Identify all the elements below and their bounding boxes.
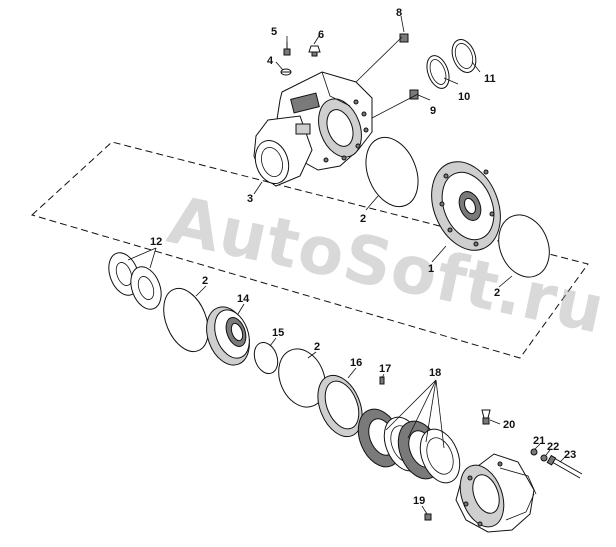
callout-4: 4 — [267, 55, 274, 67]
callout-3: 3 — [247, 193, 253, 205]
callout-2-middle: 2 — [202, 275, 208, 287]
gasket-lower — [278, 348, 326, 408]
plug-9 — [409, 89, 419, 100]
ring-15 — [253, 342, 279, 374]
screw-19 — [424, 513, 432, 521]
callout-22: 22 — [547, 441, 559, 453]
leader-lines — [127, 15, 567, 515]
callout-1: 1 — [428, 263, 434, 275]
gasket-upper — [365, 136, 419, 208]
callout-9: 9 — [430, 105, 436, 117]
callout-2-upper: 2 — [360, 213, 366, 225]
callout-5: 5 — [271, 26, 277, 38]
pin-17 — [379, 376, 385, 385]
callout-12: 12 — [150, 236, 162, 248]
breather-plug-4 — [280, 68, 292, 76]
shim-12-b — [130, 266, 162, 310]
gasket-right — [498, 214, 550, 278]
callout-20: 20 — [503, 419, 515, 431]
callout-23: 23 — [564, 449, 576, 461]
callout-10: 10 — [458, 91, 470, 103]
snap-ring-10 — [426, 55, 450, 89]
wheel-hub — [455, 453, 537, 533]
bearing-14 — [206, 306, 250, 366]
callout-2-right: 2 — [494, 287, 500, 299]
plug-8 — [399, 33, 409, 43]
callout-14: 14 — [237, 293, 250, 305]
callout-2-lower: 2 — [314, 341, 320, 353]
callout-18: 18 — [429, 367, 441, 379]
callout-16: 16 — [350, 357, 362, 369]
flange-cover — [431, 161, 501, 251]
plug-20 — [481, 409, 491, 425]
fitting-6 — [308, 45, 321, 57]
callout-8: 8 — [396, 7, 402, 19]
assembly-envelope — [31, 141, 589, 359]
snap-ring-11 — [451, 39, 477, 73]
gasket-middle — [163, 287, 209, 353]
bolt-23 — [546, 454, 583, 479]
steel-disc-b — [419, 428, 461, 484]
callout-6: 6 — [318, 29, 324, 41]
callout-19: 19 — [413, 495, 425, 507]
axle-housing — [253, 71, 373, 187]
washer-21 — [530, 448, 538, 456]
callout-15: 15 — [272, 327, 284, 339]
callout-21: 21 — [533, 435, 545, 447]
washer-22 — [540, 454, 548, 462]
callout-17: 17 — [379, 363, 391, 375]
plate-16 — [317, 374, 363, 438]
callout-11: 11 — [484, 73, 496, 85]
